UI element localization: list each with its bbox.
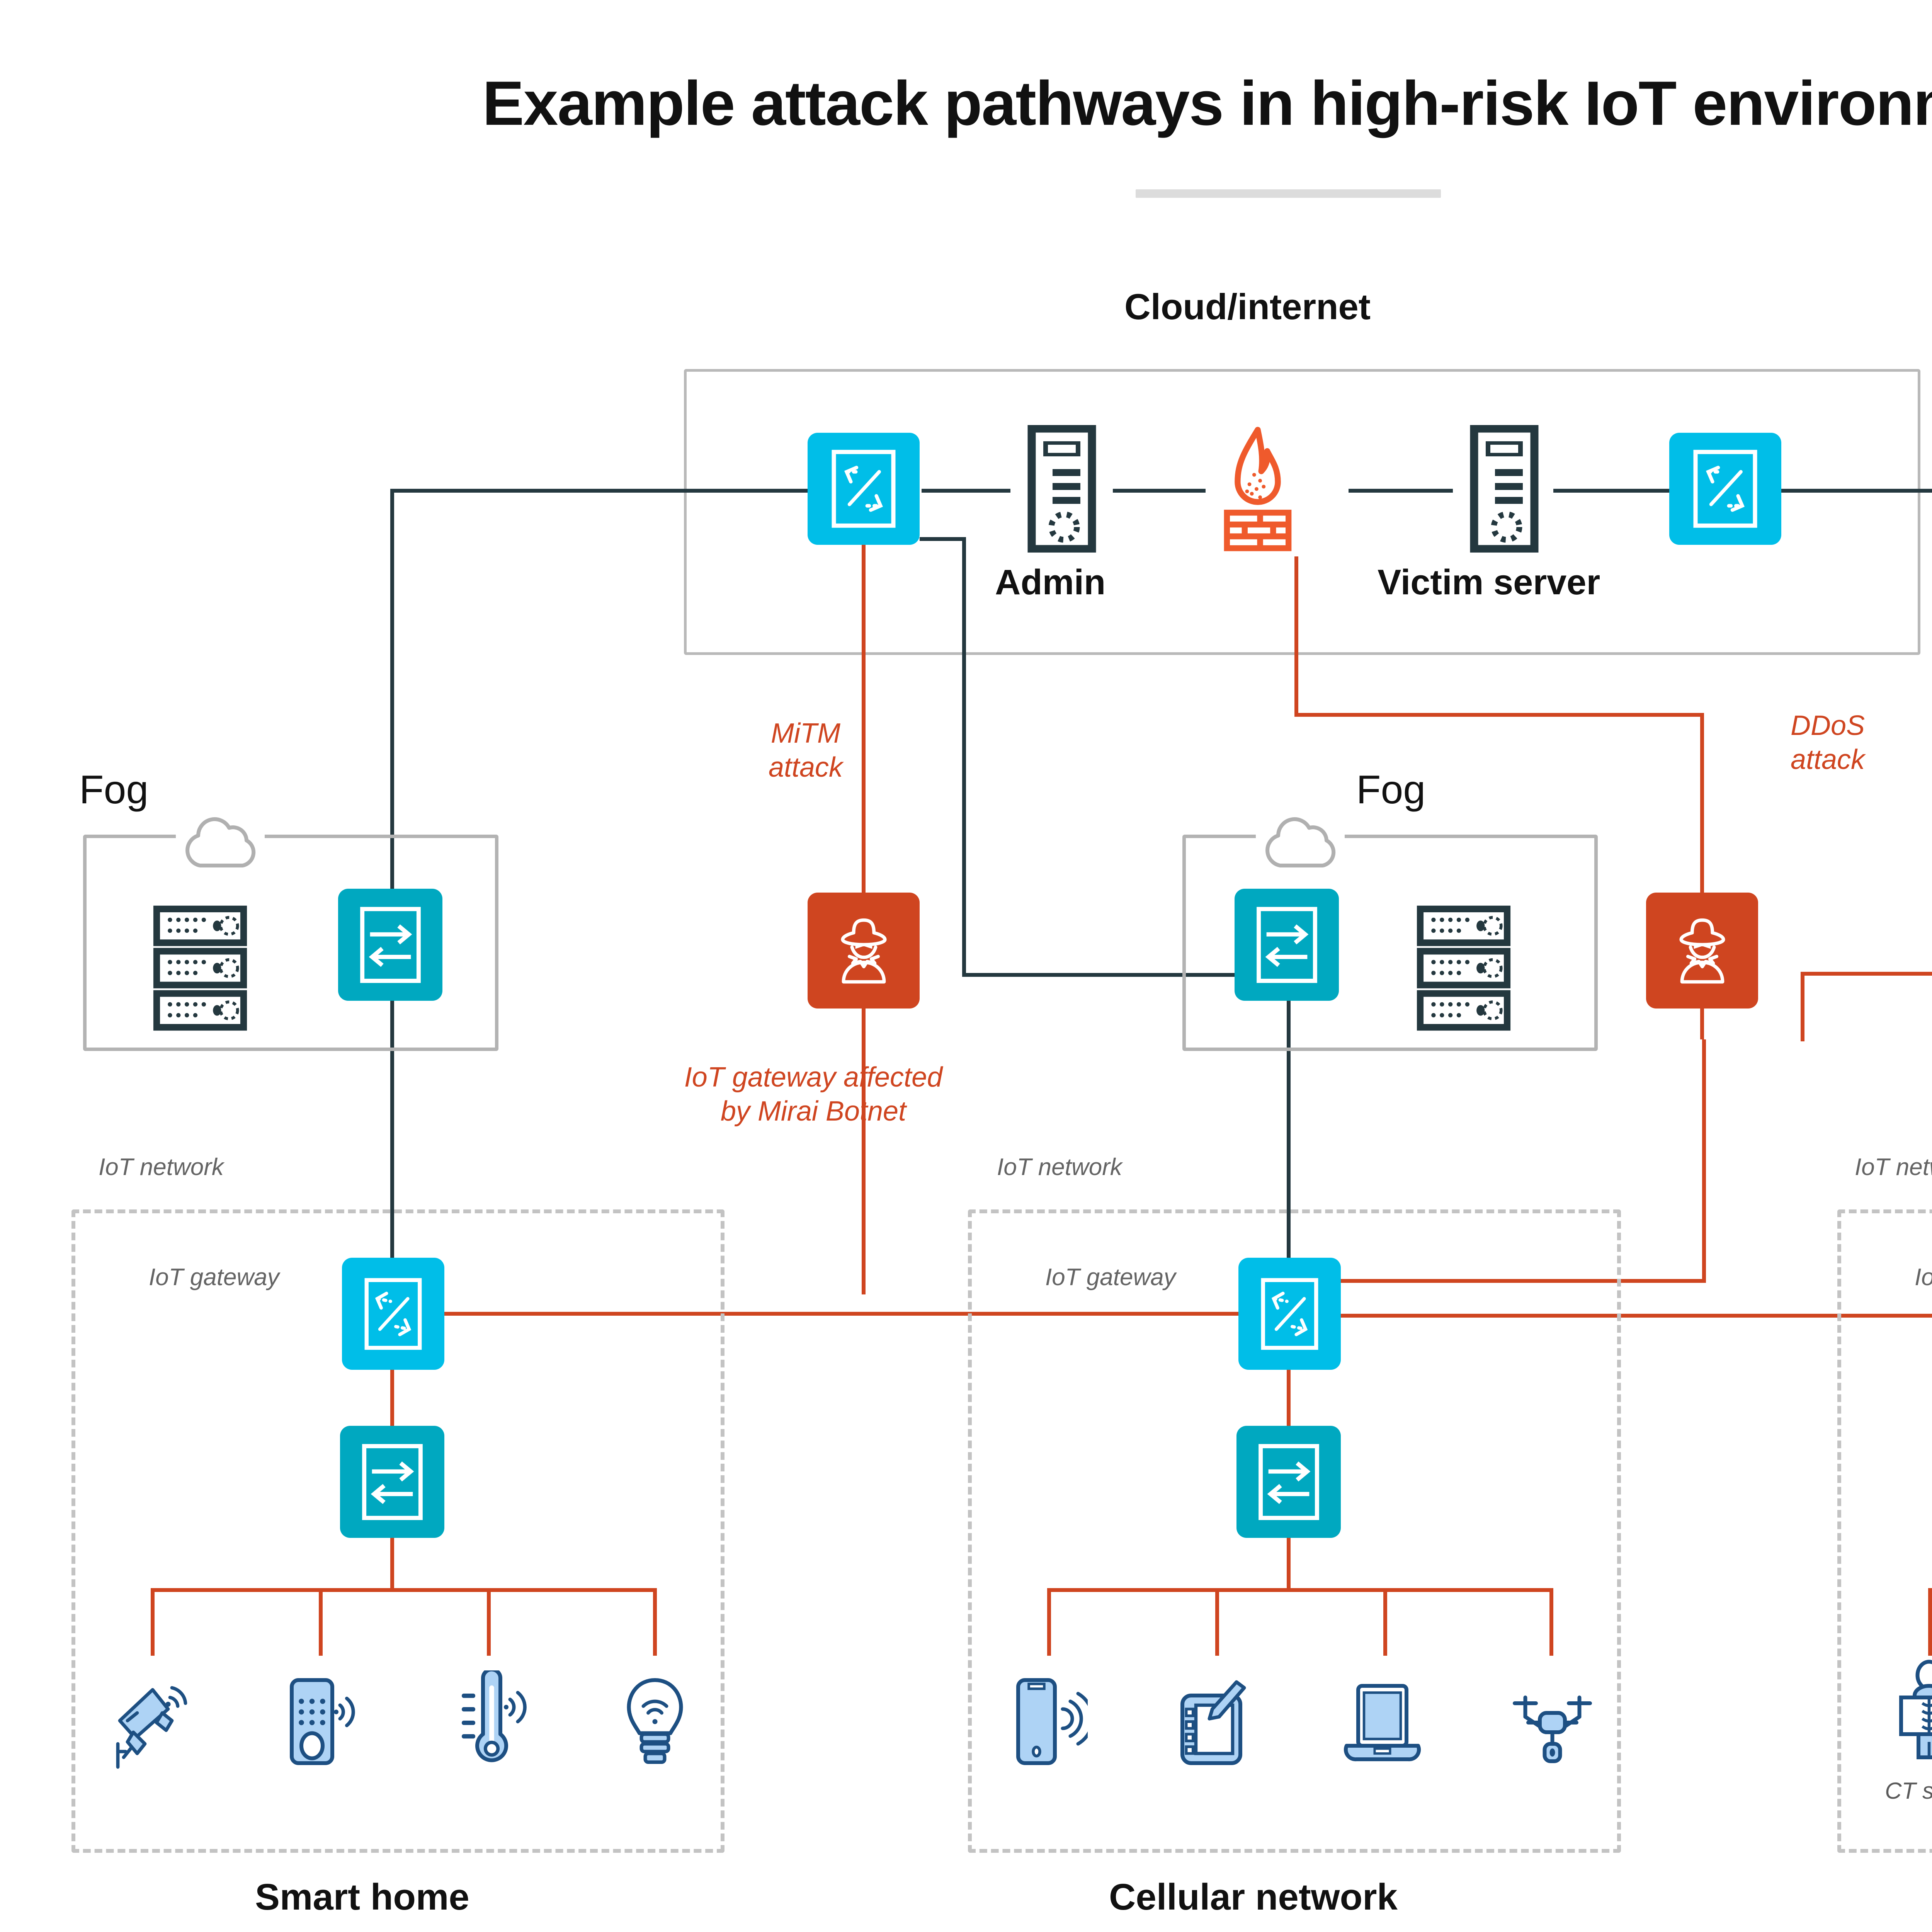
device-drop-2-left [319, 1588, 323, 1656]
cloud-internet-boundary [684, 369, 1920, 655]
fog-switch-left[interactable] [338, 889, 442, 1001]
fog-boundary-left [83, 835, 498, 1051]
security-camera-icon [110, 1673, 193, 1770]
iot-network-boundary-right [1837, 1209, 1932, 1853]
attack-link-ddos-d [1700, 1009, 1704, 1039]
attack-link-mitm [862, 545, 866, 895]
fog-boundary-middle [1182, 835, 1598, 1051]
attack-link-hacker-riser [1801, 972, 1804, 1041]
iot-gateway-label-left: IoT gateway [149, 1264, 279, 1291]
link-cloud-to-right [1776, 489, 1932, 493]
attack-link-to-healthcare-fog [1801, 972, 1932, 976]
attacker-mitm[interactable] [808, 893, 920, 1009]
mitm-attack-label: MiTM attack [697, 717, 914, 785]
device-bus-middle [1047, 1588, 1551, 1592]
iot-gateway-label-middle: IoT gateway [1045, 1264, 1176, 1291]
iot-gateway-middle[interactable] [1238, 1258, 1341, 1370]
link-cloud-to-left [390, 489, 811, 493]
smartphone-icon [1009, 1673, 1088, 1770]
server-rack-icon [151, 904, 249, 1032]
ddos-attack-label: DDoS attack [1727, 709, 1928, 777]
fog-switch-middle[interactable] [1235, 889, 1339, 1001]
light-bulb-icon [616, 1673, 694, 1770]
device-drop-4-middle [1549, 1588, 1553, 1656]
link-middle-horizontal [962, 973, 1260, 977]
iot-switch-middle[interactable] [1236, 1426, 1341, 1538]
link-switch-bus-left [390, 1536, 394, 1590]
victim-server-label: Victim server [1378, 563, 1600, 602]
iot-gateway-label-right: IoT gateway [1915, 1264, 1932, 1291]
botnet-line1: IoT gateway affected [684, 1062, 943, 1093]
botnet-line2: by Mirai Botnet [720, 1095, 906, 1127]
iot-network-boundary-left [71, 1209, 724, 1853]
attack-link-gw-ddos-riser [1702, 1039, 1706, 1281]
server-rack-icon [1414, 904, 1513, 1032]
device-drop-4-left [653, 1588, 657, 1656]
link-router-admin [922, 489, 1010, 493]
attack-link-gw-bus-left [444, 1312, 1256, 1316]
firewall-icon [1208, 417, 1308, 560]
mitm-line1: MiTM [771, 718, 840, 749]
admin-label: Admin [995, 563, 1106, 602]
device-bus-left [151, 1588, 655, 1592]
device-drop-3-middle [1383, 1588, 1387, 1656]
device-label-ct-scan: CT scan [1885, 1778, 1932, 1804]
drone-icon [1507, 1687, 1598, 1770]
iot-network-label-left: IoT network [99, 1154, 224, 1180]
iot-switch-left[interactable] [340, 1426, 444, 1538]
title-divider [1135, 189, 1441, 198]
fog-label-left: Fog [79, 767, 149, 812]
ddos-line1: DDoS [1790, 710, 1865, 741]
zone-title-cellular: Cellular network [1109, 1876, 1398, 1918]
fog-label-middle: Fog [1356, 767, 1426, 812]
cloud-header: Cloud/internet [1124, 286, 1371, 327]
attack-link-gw-bus-right [1320, 1314, 1932, 1318]
ct-scan-icon [1886, 1658, 1932, 1764]
link-middle-vertical [962, 537, 966, 977]
page-title: Example attack pathways in high-risk IoT… [482, 68, 1932, 138]
device-drop-1-left [151, 1588, 155, 1656]
server-tower-icon [1010, 419, 1113, 558]
attacker-ddos[interactable] [1646, 893, 1758, 1009]
iot-network-boundary-middle [968, 1209, 1621, 1853]
attack-link-ddos-b [1294, 713, 1702, 717]
attack-link-ddos-c [1700, 713, 1704, 895]
link-victim-router [1553, 489, 1673, 493]
mitm-line2: attack [768, 752, 843, 783]
laptop-icon [1339, 1677, 1426, 1770]
device-drop-1-middle [1047, 1588, 1051, 1656]
cloud-icon [176, 798, 265, 875]
cloud-icon [1256, 798, 1345, 875]
server-tower-icon [1453, 419, 1555, 558]
iot-network-label-right: IoT network [1855, 1154, 1932, 1180]
attack-link-ddos-a [1294, 556, 1298, 715]
attack-link-mitm-down [862, 1009, 866, 1294]
link-fog-to-gateway-middle [1287, 1001, 1291, 1271]
iot-gateway-left[interactable] [342, 1258, 444, 1370]
ddos-line2: attack [1790, 744, 1865, 775]
thermostat-icon [448, 1669, 529, 1770]
link-admin-firewall [1113, 489, 1206, 493]
device-drop-2-middle [1215, 1588, 1219, 1656]
zone-title-smart-home: Smart home [255, 1876, 469, 1918]
link-gw-switch-middle [1287, 1368, 1291, 1430]
link-firewall-victim [1349, 489, 1453, 493]
link-switch-bus-middle [1287, 1536, 1291, 1590]
mirai-botnet-note: IoT gateway affected by Mirai Botnet [618, 1061, 1009, 1129]
attack-link-gw-ddos [1320, 1279, 1706, 1283]
link-gw-switch-left [390, 1368, 394, 1430]
link-fog-to-gateway-left [390, 1001, 394, 1271]
device-drop-3-left [487, 1588, 491, 1656]
device-drop-1-right [1928, 1588, 1932, 1656]
cloud-router-left[interactable] [808, 433, 920, 545]
iot-network-label-middle: IoT network [997, 1154, 1122, 1180]
cloud-router-right[interactable] [1669, 433, 1781, 545]
link-left-vertical [390, 489, 394, 949]
link-router-stub [920, 537, 966, 541]
tablet-stylus-icon [1175, 1673, 1258, 1770]
remote-keypad-icon [282, 1673, 359, 1770]
